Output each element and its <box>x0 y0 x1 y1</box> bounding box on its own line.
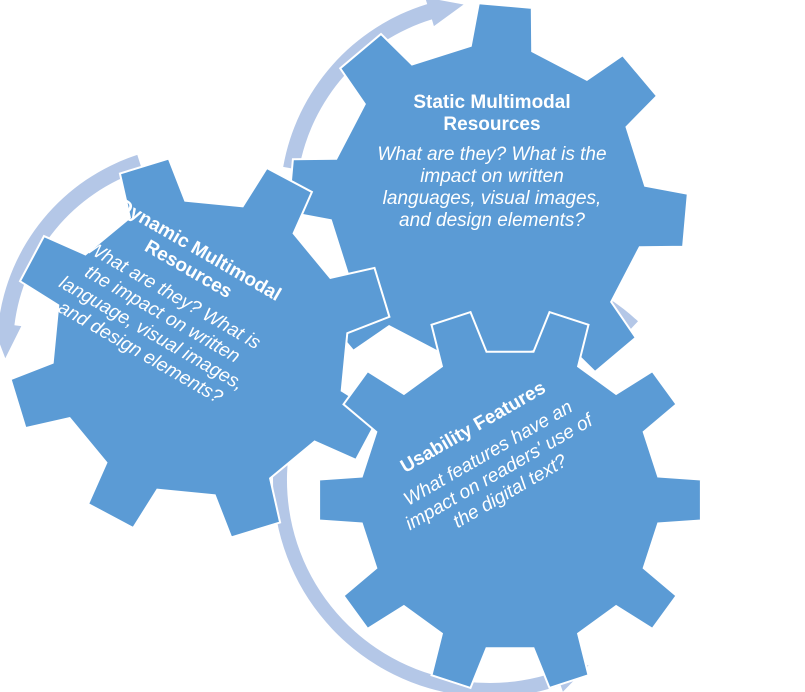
gear-dynamic-multimodal <box>9 157 391 539</box>
static-gear-title: Static Multimodal Resources <box>413 92 571 135</box>
gear-usability-features <box>318 310 702 690</box>
static-gear-body: What are they? What is the impact on wri… <box>377 144 607 231</box>
static-gear-text: Static Multimodal Resources What are the… <box>372 92 612 232</box>
gear-static-multimodal <box>287 2 689 404</box>
rotation-arrow-static <box>283 0 464 170</box>
